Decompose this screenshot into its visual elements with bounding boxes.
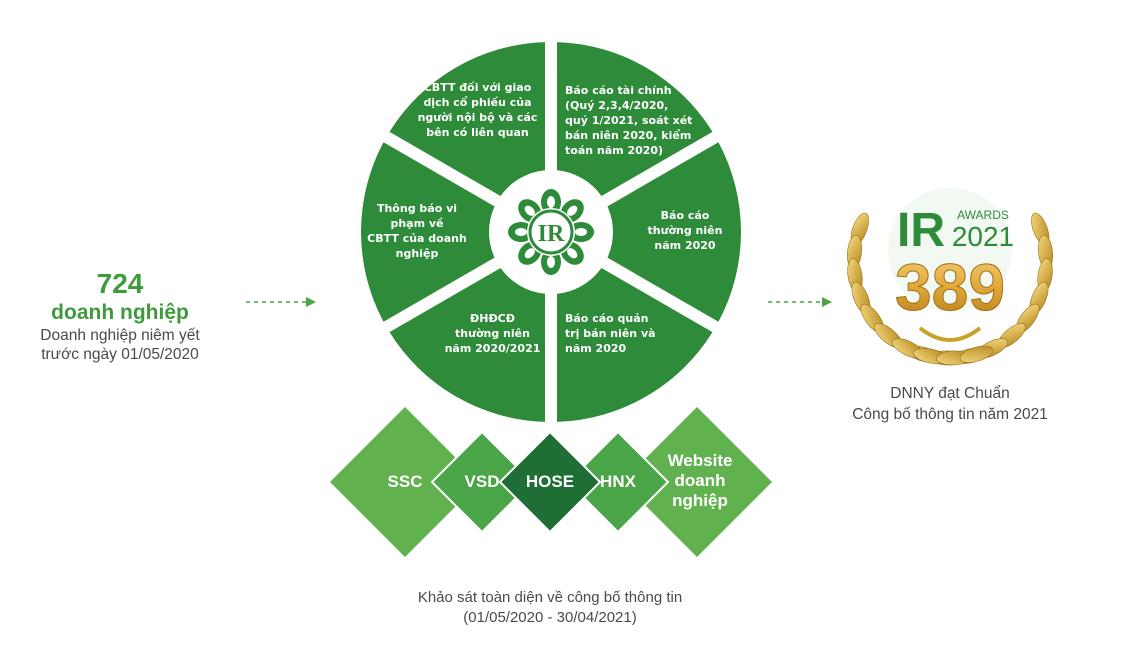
source-diamonds [330,407,772,557]
seg1-line: bán niên 2020, kiểm [565,129,692,142]
survey-caption-line1: Khảo sát toàn diện về công bố thông tin [417,589,683,606]
seg0-line: dịch cổ phiếu của [423,96,532,109]
seg3-line: Báo cáo quản [565,312,649,325]
award-caption-line2: Công bố thông tin năm 2021 [852,406,1048,423]
listed-word: doanh nghiệp [51,301,189,324]
award-count-text: 389 [895,250,1005,324]
seg2-line: thường niên [647,224,723,237]
logo-petal-hole [524,205,535,216]
segment-annual-report [556,268,713,422]
logo-petal-hole [567,248,578,259]
left-arrow [246,297,316,307]
seg2-line: Báo cáo [660,209,710,222]
diamond-label-vsd: VSD [464,472,500,491]
segment-financial-report [607,142,742,322]
seg5-line: Thông báo vi [376,202,458,215]
listed-companies-block: 724 doanh nghiệp Doanh nghiệp niêm yết t… [30,268,210,364]
seg1-line: toán năm 2020) [565,144,664,157]
listed-sub-line2: trước ngày 01/05/2020 [41,346,199,363]
diamond-label-hnx: HNX [600,472,636,491]
diamond-hose [498,430,602,534]
website-line: doanh [674,471,726,490]
award-ir-text: IR [897,204,945,257]
segment-label-annual-report: Báo cáo thường niên năm 2020 [640,208,730,253]
segment-label-agm: ĐHĐCĐ thường niên năm 2020/2021 [440,311,545,356]
diamond-website [622,407,772,557]
logo-petal-hole [567,205,578,216]
seg1-line: Báo cáo tài chính [565,84,672,97]
segment-label-insider: CBTT đối với giao dịch cổ phiếu của ngườ… [415,80,540,140]
wheel-center-logo: IR [496,177,606,287]
seg4-line: thường niên [455,327,530,340]
segment-insider [556,42,713,196]
seg5-line: CBTT của doanh [367,232,467,245]
laurel-leaf [959,345,994,363]
award-year-text: 2021 [952,221,1014,252]
seg0-line: CBTT đối với giao [423,81,532,94]
segment-label-violation: Thông báo vi phạm về CBTT của doanh nghi… [362,201,472,261]
seg3-line: trị bán niên và [565,327,656,340]
seg0-line: bên có liên quan [426,126,529,139]
award-caption-line1: DNNY đạt Chuẩn [890,385,1010,402]
segment-label-governance-report: Báo cáo quản trị bán niên và năm 2020 [565,311,675,356]
diamond-label-ssc: SSC [387,472,423,491]
wheel-segments [361,42,742,422]
right-arrow [768,297,832,307]
diamond-ssc [330,407,480,557]
award-label-text: AWARDS [957,208,1009,222]
seg3-line: năm 2020 [565,342,627,355]
diamond-label-website: Website doanh nghiệp [655,451,745,511]
seg2-line: năm 2020 [654,239,716,252]
logo-petal-hole [524,248,535,259]
seg0-line: người nội bộ và các [417,111,538,124]
laurel-right-icon [847,212,994,366]
listed-count: 724 [96,268,144,299]
segment-label-financial-report: Báo cáo tài chính (Quý 2,3,4/2020, quý 1… [565,83,705,158]
logo-petal-hole [575,228,587,236]
logo-petal-hole [547,256,555,268]
award-caption: DNNY đạt Chuẩn Công bố thông tin năm 202… [820,383,1080,425]
website-line: Website [667,451,733,470]
listed-sub-line1: Doanh nghiệp niêm yết [40,327,200,344]
survey-caption-line2: (01/05/2020 - 30/04/2021) [463,609,637,626]
logo-petal-hole [547,196,555,208]
website-line: nghiệp [672,491,728,510]
center-ir-text: IR [538,221,565,247]
survey-caption: Khảo sát toàn diện về công bố thông tin … [360,588,740,628]
award-badge: IR AWARDS 2021 389 [847,188,1053,366]
seg5-line: nghiệp [395,247,439,260]
seg1-line: quý 1/2021, soát xét [565,114,693,127]
seg4-line: ĐHĐCĐ [470,312,515,325]
segment-violation [389,42,546,196]
segment-agm [361,142,495,322]
seg4-line: năm 2020/2021 [444,342,541,355]
seg5-line: phạm về [390,217,444,230]
logo-petal-hole [515,228,527,236]
diamond-label-hose: HOSE [525,472,575,491]
seg1-line: (Quý 2,3,4/2020, [565,99,669,112]
segment-governance-report [389,268,546,422]
